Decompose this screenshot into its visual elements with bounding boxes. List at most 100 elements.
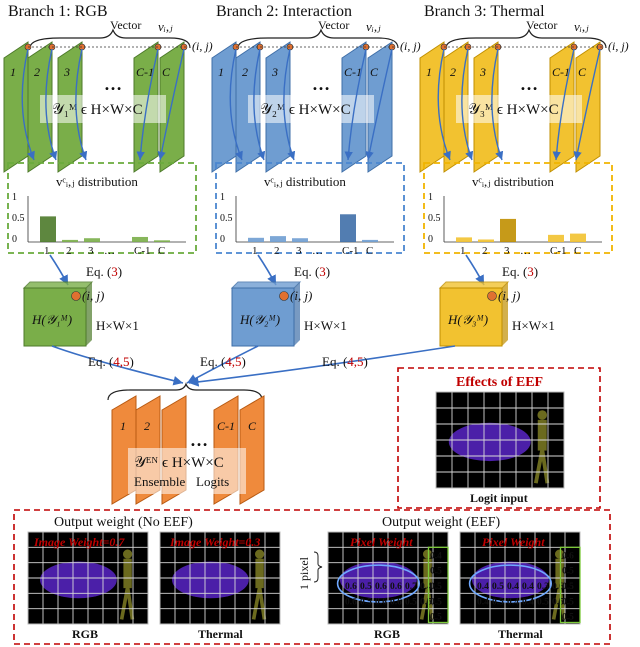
rgb-eef-label: RGB	[374, 627, 400, 641]
dist-bar	[270, 236, 286, 242]
dist-bar	[84, 238, 100, 242]
layer-label: 3	[63, 65, 70, 79]
ij-label: (i, j)	[82, 288, 104, 303]
car-blob	[40, 561, 117, 599]
pixel-weight-side: 0.5	[430, 597, 442, 607]
brace	[237, 28, 399, 49]
layer-label: C-1	[552, 65, 570, 79]
eef-title: Effects of EEF	[456, 375, 543, 390]
pixel-weight-value: 0.6	[345, 597, 357, 607]
distribution-title: vᶜᵢ,ⱼ distribution	[56, 174, 138, 189]
v-ij-label: vᵢ,ⱼ	[158, 19, 173, 34]
dist-x-tick: …	[520, 245, 531, 257]
layer-label: 1	[426, 65, 432, 79]
ensemble-line2: Logits	[196, 474, 229, 489]
dist-y-tick: 0	[220, 234, 225, 245]
layer-ellipsis: …	[520, 74, 538, 94]
pixel-weight-value: 0.5	[360, 597, 372, 607]
rgb-label: RGB	[72, 627, 98, 641]
dist-x-tick: …	[312, 245, 323, 257]
pixel-weight-value: 0.5	[405, 597, 417, 607]
pixel-weight-value: 0.6	[375, 582, 387, 592]
tensor-label: 𝒴₂ᴹ ϵ H×W×C	[260, 102, 351, 118]
dist-x-tick: C	[158, 245, 165, 257]
eef-bottom-box	[13, 509, 611, 645]
one-pixel-label: 1 pixel	[297, 556, 311, 590]
ij-label: (i, j)	[608, 39, 629, 53]
pixel-weight-value: 0.5	[492, 597, 504, 607]
layer-label: C-1	[136, 65, 154, 79]
ensemble-layer-label: 2	[144, 419, 150, 433]
pixel-dot	[279, 291, 289, 301]
pixel-weight-value: 0.6	[345, 582, 357, 592]
dist-x-tick: 3	[504, 245, 510, 257]
layer-label: C	[370, 65, 379, 79]
brace	[445, 28, 607, 49]
blob-outline	[468, 564, 553, 603]
person-leg	[540, 449, 550, 484]
person-head	[555, 549, 565, 559]
dist-bar	[570, 233, 586, 242]
dist-x-tick: 2	[66, 245, 72, 257]
ensemble-label-box	[128, 448, 246, 494]
pixel-weight-value: 0.6	[375, 597, 387, 607]
eq3-label: Eq. (3)	[502, 264, 538, 279]
feature-layer	[3, 41, 29, 173]
distribution-box	[7, 162, 197, 254]
dist-bar	[500, 218, 516, 242]
image-weight-thermal: Image Weight=0.3	[169, 535, 260, 549]
person-body	[555, 558, 564, 589]
blue-arrow	[21, 48, 35, 161]
pixel-weight-value: 0.5	[360, 582, 372, 592]
pixel-weight-value: 0.4	[507, 582, 519, 592]
car-blob	[472, 561, 549, 599]
eq3-label: Eq. (3)	[294, 264, 330, 279]
eq45-arrow	[188, 345, 456, 387]
rgb-noeef-scene	[27, 531, 149, 625]
car-blob	[172, 561, 249, 599]
pixel-weight-value: 0.4	[522, 597, 534, 607]
ensemble-tensor-label: 𝒴ᴱᴺ ϵ H×W×C	[134, 455, 224, 471]
pixel-weight-side: 0.5	[562, 597, 574, 607]
hw1-label: H×W×1	[512, 318, 555, 333]
pixel-weight-side: 0.5	[430, 582, 442, 592]
pixel-weight-value: 0.3	[537, 582, 549, 592]
distribution-title: vᶜᵢ,ⱼ distribution	[264, 174, 346, 189]
layer-label: 2	[450, 65, 456, 79]
layer-label: 2	[34, 65, 40, 79]
person-body	[537, 419, 547, 451]
dist-x-tick: C-1	[550, 245, 567, 257]
layer-ellipsis: …	[312, 74, 330, 94]
pixel-weight-value: 0.5	[552, 597, 564, 607]
dist-x-tick: 3	[88, 245, 94, 257]
blue-arrow	[253, 48, 266, 161]
eq3-arrow	[465, 254, 485, 286]
pixel-dot	[487, 291, 497, 301]
dist-x-tick: C-1	[134, 245, 151, 257]
dist-y-tick: 1	[428, 192, 433, 203]
blue-arrow	[229, 48, 243, 161]
hw1-label: H×W×1	[96, 318, 139, 333]
layer-label: C	[578, 65, 587, 79]
pixel-weight-thermal: Pixel Weight	[482, 535, 545, 549]
dist-x-tick: 1	[252, 245, 258, 257]
dist-bar	[154, 240, 170, 242]
logit-input-label: Logit input	[470, 491, 528, 505]
blue-arrow	[491, 48, 504, 161]
layer-label: 1	[10, 65, 16, 79]
dist-y-tick: 0.5	[428, 213, 441, 224]
person-head	[423, 549, 433, 559]
pixel-weight-side: 0.5	[430, 613, 442, 623]
pixel-weight-value: 0.6	[552, 582, 564, 592]
ij-label: (i, j)	[498, 288, 520, 303]
blue-arrow	[437, 48, 451, 161]
layer-label: 3	[479, 65, 486, 79]
brace	[29, 28, 191, 49]
dist-bar	[40, 216, 56, 242]
person-head	[537, 410, 548, 420]
layer-ellipsis: …	[104, 74, 122, 94]
